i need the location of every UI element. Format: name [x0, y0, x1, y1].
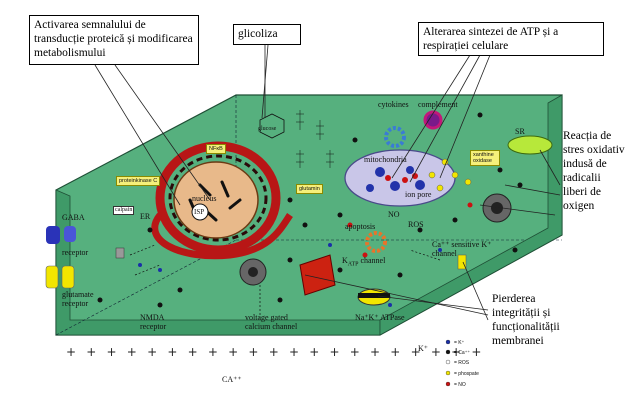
legend-ca: = Ca⁺⁺: [454, 350, 470, 356]
glucose-ring: [259, 113, 285, 139]
label-nfkb: NFκB: [206, 144, 226, 154]
callout-membrane-loss: Pierderea integrității și funcționalităț…: [492, 293, 560, 347]
label-sr: SR: [515, 127, 525, 136]
potassium-dots: [138, 243, 442, 307]
sr-shape: [507, 135, 553, 155]
label-cytokines: cytokines: [378, 100, 409, 109]
er-tail: [151, 212, 293, 260]
cytokine-ring: [384, 126, 406, 148]
membrane-charge-row: + + + + + + + + + + + + + + + + + + + + …: [66, 345, 485, 359]
label-calpain: calpain: [113, 206, 135, 215]
apoptosis-ring: [365, 231, 387, 253]
label-nucleus: nucleus: [192, 194, 217, 203]
membrane-dashed-edge-2: [55, 239, 237, 336]
legend-symbols: [445, 339, 451, 387]
er-inner-ring: [168, 154, 268, 242]
label-isp: ISP: [194, 208, 205, 216]
label-er: ER: [140, 212, 151, 221]
label-glutamate: glutamate receptor: [62, 290, 94, 308]
label-no: NO: [388, 210, 400, 219]
label-k-ion: K⁺: [418, 344, 428, 353]
flow-arrows: [129, 244, 441, 320]
callout-signal-transduction: Activarea semnalului de transducție prot…: [29, 15, 199, 65]
label-xanthine: xanthine oxidase: [470, 150, 500, 166]
katp-channel-shape: [299, 254, 336, 296]
legend-phosphate: = phospate: [454, 371, 479, 377]
label-ros: ROS: [408, 220, 424, 229]
mito-cristae: [366, 166, 425, 192]
label-mitochondria: mitochondria: [364, 155, 407, 164]
mito-red-dots: [385, 173, 418, 183]
label-glutamin: glutamin: [296, 184, 323, 194]
label-ion-pore: ion pore: [405, 190, 432, 199]
cell-right-face: [379, 94, 563, 336]
legend-ros: = ROS: [454, 360, 470, 366]
callout-atp-respiration: Alterarea sintezei de ATP și a respirați…: [418, 22, 604, 56]
label-apoptosis: apoptosis: [345, 222, 376, 231]
label-complement: complement: [418, 100, 458, 109]
label-gaba: GABA: [62, 213, 85, 222]
label-katp: KATP channel: [342, 256, 386, 268]
label-proteinkinase: proteinkinase C: [116, 176, 161, 186]
callout-glycolysis: glicoliza: [233, 24, 301, 45]
label-nmda: NMDA receptor: [140, 313, 167, 331]
label-gaba-receptor: receptor: [62, 248, 89, 257]
nak-atpase-band: [358, 293, 390, 298]
complement-ring: [423, 110, 443, 130]
callout-leaders: [94, 44, 561, 321]
label-ca-sensitive: Ca⁺⁺ sensitive K⁺ channel: [432, 240, 492, 258]
ca-k-channel-core: [491, 202, 503, 214]
callout-oxidative-stress: Reacția de stres oxidativ indusă de radi…: [563, 130, 625, 212]
chromatin-marks: [188, 180, 242, 222]
isp-circle: [191, 203, 209, 221]
no-dots: [347, 202, 473, 258]
legend-no: = NO: [454, 382, 466, 388]
gaba-receptor-shape: [46, 226, 60, 244]
glutamate-receptor-shape: [45, 265, 59, 289]
label-vgcc: voltage gated calcium channel: [245, 313, 298, 331]
label-glucose: glucose: [258, 126, 277, 132]
label-ca-ion: CA⁺⁺: [222, 375, 242, 384]
glutamate-receptor-shape-2: [61, 265, 75, 289]
legend-k: = K⁺: [454, 340, 465, 346]
glycolysis-structures: [296, 110, 334, 168]
ca-sensitive-shape: [457, 254, 467, 270]
phosphate-dots: [428, 158, 472, 192]
nmda-shape: [115, 247, 125, 259]
nucleus-body: [173, 161, 259, 239]
vgcc-core: [248, 267, 258, 277]
label-nak-atpase: Na⁺K⁺ ATPase: [355, 313, 405, 322]
gaba-receptor-shape-2: [64, 226, 76, 242]
